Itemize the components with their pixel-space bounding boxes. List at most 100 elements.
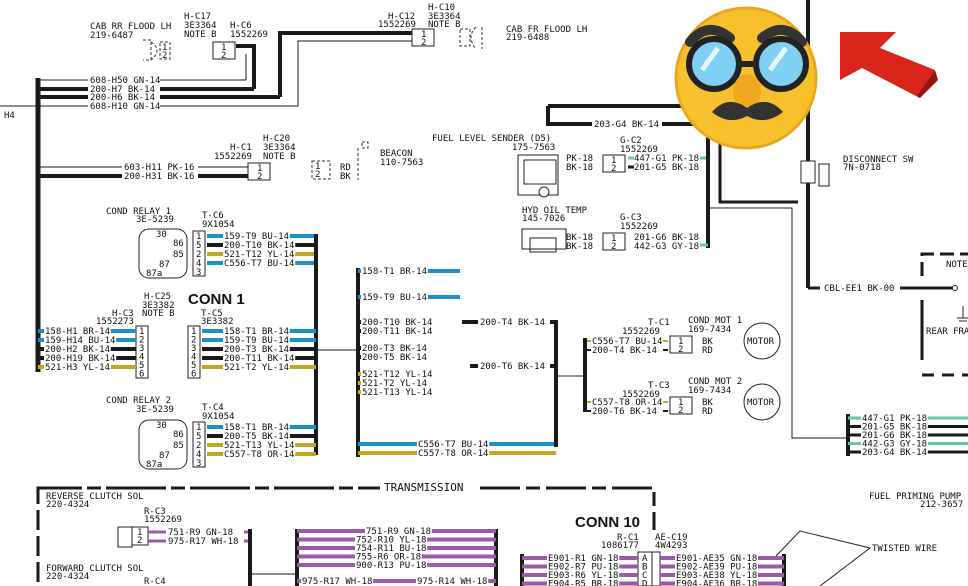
hc3-part: 1552273 (96, 317, 134, 327)
wire-label: 200-T5 BK-14 (224, 432, 289, 442)
connector-tc3 (669, 396, 693, 415)
fuel-sender-label: FUEL LEVEL SENDER (D5) (432, 134, 551, 144)
pin-number: 1 (191, 327, 196, 337)
pin-number: 2 (139, 336, 144, 346)
relay-term: 30 (156, 230, 167, 240)
cab-rr-flood-part: 219-6487 (90, 31, 133, 41)
cond-mot1-part: 169-7434 (688, 325, 731, 335)
hc10-note: NOTE B (428, 20, 461, 30)
pin-number: 1 (196, 423, 201, 433)
pin-label: RD (702, 346, 713, 356)
wire-label: 159-T9 BU-14 (224, 336, 289, 346)
wire-label: 200-T10 BK-14 (224, 241, 294, 251)
fuel-sender-part: 175-7563 (512, 143, 555, 153)
tc3-part: 1552269 (622, 390, 660, 400)
rc1-label: R-C1 (617, 533, 639, 543)
wire-label: 203-G4 BK-14 (862, 448, 927, 458)
hc17-label: H-C17 (184, 12, 211, 22)
wire-label: 159-H14 BU-14 (45, 336, 115, 346)
cab-rr-flood-label: CAB RR FLOOD LH (90, 22, 171, 32)
wire-label: E904-R5 BR-18 (548, 580, 618, 586)
transmission-label: TRANSMISSION (384, 481, 463, 494)
motor-icon (743, 322, 781, 360)
cond-relay2-part: 3E-5239 (136, 405, 174, 415)
wire-label: C556-T7 BU-14 (224, 259, 294, 269)
hc12-label: H-C12 (388, 12, 415, 22)
wire-label: 975-R17 WH-18 (302, 577, 372, 586)
wire-label: 158-T1 BR-14 (224, 423, 289, 433)
hyd-oil-label: HYD OIL TEMP (522, 206, 588, 216)
disconnect-part: 7N-0718 (843, 163, 881, 173)
flood-lamp-icon (459, 26, 483, 50)
note-label: NOTE (946, 260, 968, 270)
svg-text:2: 2 (137, 536, 142, 546)
wire-label: 442-G3 GY-18 (634, 242, 699, 252)
rc4-label: R-C4 (144, 577, 166, 586)
pin-number: 6 (191, 370, 196, 380)
wire-label: 200-T4 BK-14 (480, 318, 545, 328)
cond-relay1-part: 3E-5239 (136, 215, 174, 225)
beacon-icon (311, 141, 369, 180)
pin-letter: D (642, 580, 647, 586)
wire-label: 521-T2 YL-14 (224, 363, 289, 373)
wire-label: 200-H19 BK-14 (45, 354, 115, 364)
pin-number: 3 (196, 459, 201, 469)
tc3-label: T-C3 (648, 381, 670, 391)
disconnect-label: DISCONNECT SW (843, 155, 914, 165)
tc6-label: T-C6 (202, 211, 224, 221)
wire-label: E902-R7 PU-18 (548, 563, 618, 573)
wire-label: 975-R17 WH-18 (168, 537, 238, 547)
svg-text:1: 1 (221, 43, 226, 53)
wire-label: 159-T9 BU-14 (362, 293, 427, 303)
connector-hc17 (212, 41, 236, 60)
pin-number: 5 (196, 241, 201, 251)
pin-number: 5 (196, 432, 201, 442)
relay-term: 86 (173, 430, 184, 440)
wire-label: E902-AE39 PU-18 (676, 563, 757, 573)
reverse-sol-label: REVERSE CLUTCH SOL (46, 492, 144, 502)
wire-label: 158-T1 BR-14 (362, 267, 427, 277)
tc5-label: T-C5 (201, 309, 223, 319)
wire-label: 158-T1 BR-14 (224, 327, 289, 337)
hc6-label: H-C6 (230, 21, 252, 31)
wire-label: 521-T12 YL-14 (224, 250, 294, 260)
twisted-wire-label: TWISTED WIRE (872, 544, 937, 554)
disconnect-switch (800, 160, 816, 184)
motor-icon (743, 383, 781, 421)
hc25-label: H-C25 (144, 292, 171, 302)
top-bundle: 608-H50 GN-14 200-H7 BK-14 200-H6 BK-14 … (38, 31, 412, 112)
wire-label: 200-T4 BK-14 (592, 346, 657, 356)
pin-label: BK (340, 172, 351, 182)
wire-label: 158-H1 BR-14 (45, 327, 110, 337)
svg-text:1: 1 (678, 398, 683, 408)
wire-label: 447-G1 PK-18 (634, 154, 699, 164)
pin-letter: A (642, 554, 648, 564)
wire-label: 200-H7 BK-14 (90, 85, 155, 95)
wire-label: 200-H31 BK-16 (124, 172, 194, 182)
pin-label: RD (340, 163, 351, 173)
motor-label: MOTOR (747, 398, 775, 408)
beacon-part: 110-7563 (380, 158, 423, 168)
wire-label: C556-T7 BU-14 (592, 337, 662, 347)
svg-text:2: 2 (611, 164, 616, 174)
pin-number: 2 (196, 250, 201, 260)
wire-label: C557-T8 OR-14 (418, 449, 488, 459)
connector-hc12 (411, 28, 435, 47)
wire-label: E903-R6 YL-18 (548, 571, 618, 581)
relay-term: 86 (173, 239, 184, 249)
rc1-part: 1086177 (601, 541, 639, 551)
forward-sol-label: FORWARD CLUTCH SOL (46, 564, 144, 574)
svg-text:2: 2 (257, 172, 262, 182)
hc25-note: NOTE B (142, 309, 175, 319)
rc3-part: 1552269 (144, 515, 182, 525)
svg-text:2: 2 (611, 242, 616, 252)
connector-tc4 (192, 421, 206, 468)
pin-number: 1 (196, 232, 201, 242)
hc1-part: 1552269 (214, 152, 252, 162)
fuel-sender-icon (517, 154, 559, 198)
cond-mot2-part: 169-7434 (688, 386, 731, 396)
wire-label: 975-R14 WH-18 (417, 577, 487, 586)
